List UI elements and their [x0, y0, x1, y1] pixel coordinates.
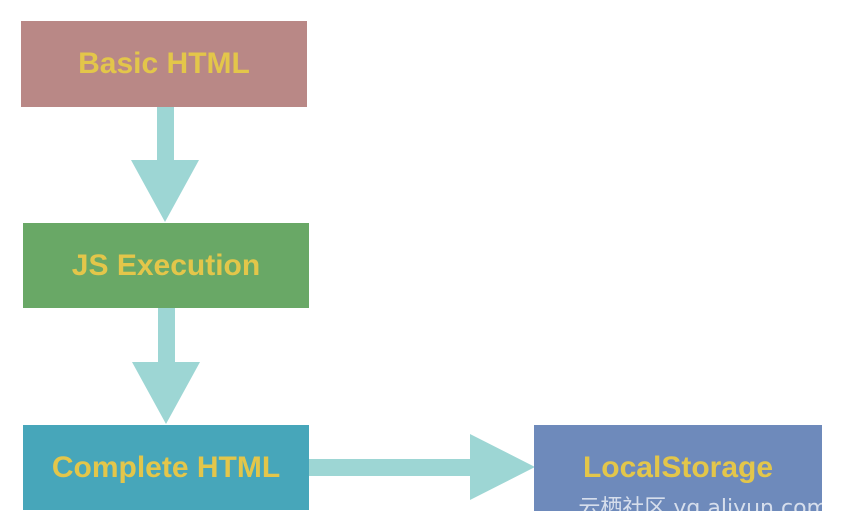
arrow-basic-to-js: [131, 107, 199, 222]
arrow-js-to-complete: [132, 308, 200, 424]
node-local-storage-label: LocalStorage: [582, 451, 774, 484]
node-basic-html-label: Basic HTML: [78, 47, 250, 80]
arrow-complete-to-localstorage: [309, 434, 535, 500]
watermark: 云栖社区 yq.aliyun.com: [578, 496, 828, 521]
node-js-execution: JS Execution: [23, 223, 309, 308]
node-complete-html: Complete HTML: [23, 425, 309, 510]
node-local-storage: LocalStorage: [534, 425, 822, 511]
node-js-execution-label: JS Execution: [71, 248, 261, 282]
node-basic-html: Basic HTML: [21, 21, 307, 107]
node-complete-html-label: Complete HTML: [51, 450, 281, 484]
